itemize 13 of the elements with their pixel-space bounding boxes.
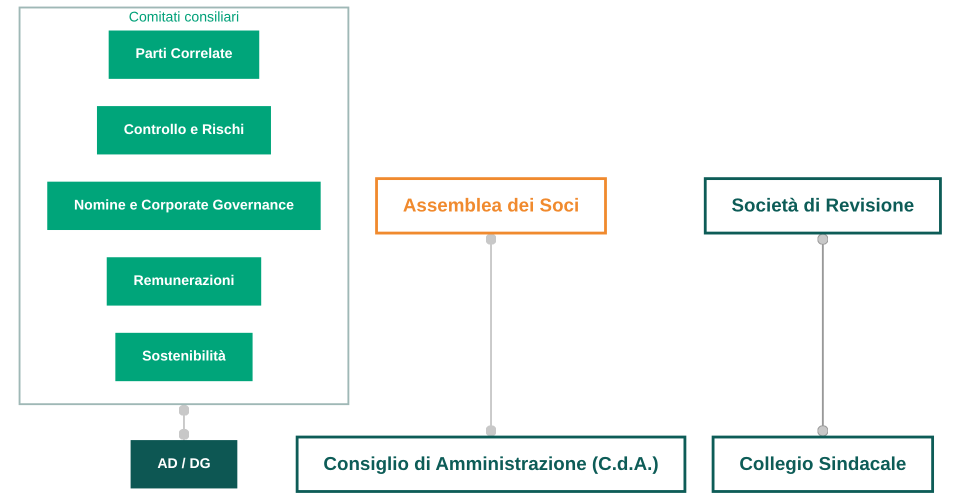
node-box: Controllo e Rischi (96, 106, 271, 154)
node-box: Assemblea dei Soci (375, 177, 607, 234)
node-box: Nomine e Corporate Governance (47, 182, 321, 230)
connector (817, 233, 829, 438)
connector (178, 404, 190, 441)
node-box: Società di Revisione (704, 177, 942, 234)
node-box: Remunerazioni (106, 257, 262, 306)
connector (485, 233, 497, 438)
node-box: Parti Correlate (108, 30, 260, 79)
node-box: Consiglio di Amministrazione (C.d.A.) (296, 436, 686, 493)
node-box: AD / DG (130, 440, 238, 488)
node-box: Sostenibilità (115, 332, 253, 382)
node-box: Collegio Sindacale (712, 436, 934, 493)
